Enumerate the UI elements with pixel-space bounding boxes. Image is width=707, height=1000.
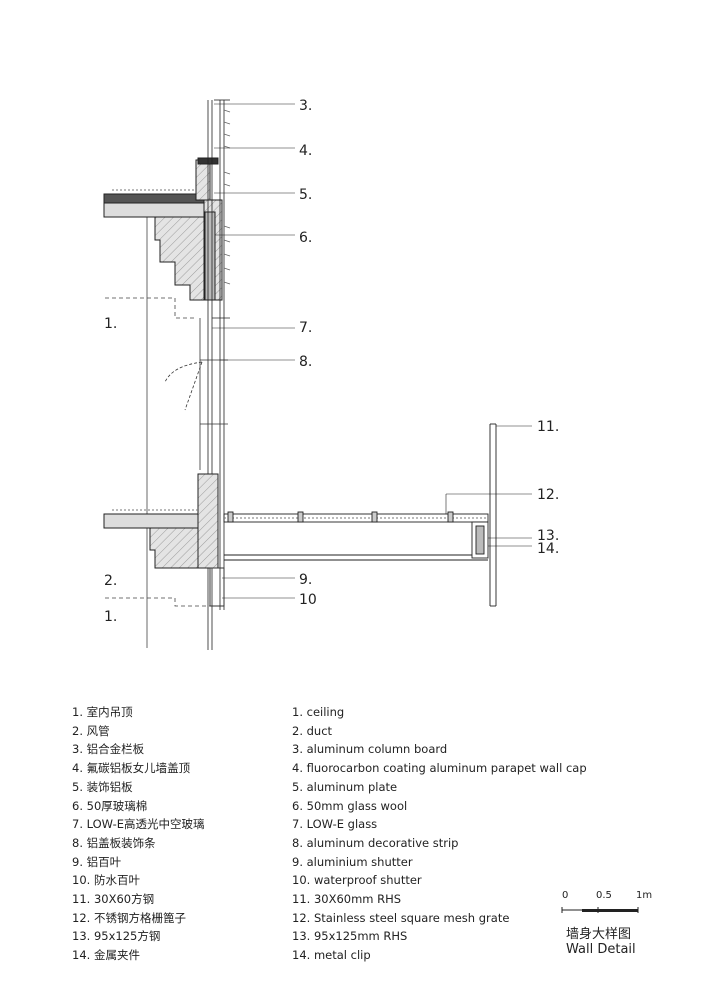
guardrail — [489, 423, 497, 607]
scale-bar-graphic — [561, 907, 639, 913]
callout-label: 5. — [299, 187, 312, 203]
legend-item: 13. 95x125mm RHS — [292, 929, 408, 944]
legend-item: 14. metal clip — [292, 948, 371, 963]
lower-slab — [103, 473, 225, 607]
legend-item: 13. 95x125方钢 — [72, 929, 161, 944]
callout-label: 3. — [299, 98, 312, 114]
callout-label: 12. — [537, 487, 559, 503]
callout-label: 11. — [537, 419, 559, 435]
legend-item: 1. 室内吊顶 — [72, 705, 133, 719]
callout-label: 8. — [299, 354, 312, 370]
legend-item: 7. LOW-E glass — [292, 817, 378, 832]
scale-tick-half: 0.5 — [596, 890, 612, 901]
legend-item: 2. 风管 — [72, 723, 110, 738]
curtain-wall-mullion — [207, 99, 230, 650]
scale-bar: 0 0.5 1m 墙身大样图 Wall Detail — [558, 890, 668, 960]
balcony-platform — [223, 511, 489, 561]
callout-label: 1. — [104, 609, 117, 625]
window-vent — [164, 318, 228, 470]
legend-item: 5. aluminum plate — [292, 779, 398, 794]
legend-item: 6. 50厚玻璃棉 — [72, 798, 148, 813]
callout-label: 6. — [299, 230, 312, 246]
upper-slab — [103, 193, 205, 301]
legend-item: 8. 铝盖板装饰条 — [72, 835, 156, 850]
callout-labels: 3. 4. 5. 6. 1. 7. 8. 11. 12. 13.14. 2. 9. 10 1. — [104, 98, 559, 625]
legend-item: 9. 铝百叶 — [72, 854, 122, 869]
drawing-title-en: Wall Detail — [566, 942, 636, 957]
callout-label: 14. — [537, 541, 559, 557]
callout-label: 10 — [299, 592, 317, 608]
callout-label: 2. — [104, 573, 117, 589]
legend-item: 6. 50mm glass wool — [292, 798, 408, 813]
legend-item: 7. LOW-E高透光中空玻璃 — [72, 817, 205, 832]
callout-label: 9. — [299, 572, 312, 588]
ceiling-line — [105, 215, 215, 648]
scale-tick-1m: 1m — [636, 890, 653, 901]
legend-item: 9. aluminium shutter — [292, 854, 413, 869]
louver-ticks — [223, 109, 231, 285]
legend-item: 11. 30X60mm RHS — [292, 892, 402, 907]
scale-tick-0: 0 — [562, 890, 569, 901]
legend-item: 1. ceiling — [292, 705, 345, 719]
leader-lines — [212, 103, 532, 599]
legend-item: 4. 氟碳铝板女儿墙盖顶 — [72, 761, 191, 776]
drawing-title-cn: 墙身大样图 — [566, 927, 632, 942]
parapet — [112, 157, 223, 301]
legend-item: 11. 30X60方钢 — [72, 892, 155, 907]
wall-section-drawing: 3. 4. 5. 6. 1. 7. 8. 11. 12. 13.14. 2. 9. 10 1. — [103, 98, 559, 650]
callout-label: 4. — [299, 143, 312, 159]
legend-item: 10. 防水百叶 — [72, 873, 140, 888]
legend-item: 3. aluminum column board — [292, 742, 448, 757]
legend-item: 5. 装饰铝板 — [72, 779, 133, 794]
legend-item: 2. duct — [292, 723, 333, 738]
legend-item: 12. 不锈钢方格栅篦子 — [72, 910, 186, 925]
callout-label: 7. — [299, 320, 312, 336]
legend-item: 10. waterproof shutter — [292, 873, 422, 888]
legend-item: 8. aluminum decorative strip — [292, 835, 459, 850]
legend-item: 14. 金属夹件 — [72, 948, 140, 963]
legend-item: 3. 铝合金栏板 — [72, 742, 145, 757]
legend-english: 1. ceiling 2. duct 3. aluminum column boar… — [292, 703, 587, 965]
legend-item: 4. fluorocarbon coating aluminum parapet… — [292, 761, 587, 776]
callout-label: 13. — [537, 528, 559, 544]
legend-chinese: 1. 室内吊顶 2. 风管 3. 铝合金栏板 4. 氟碳铝板女儿墙盖顶 5. 装饰铝板 6… — [72, 703, 205, 965]
legend-item: 12. Stainless steel square mesh grate — [292, 910, 510, 925]
callout-label: 1. — [104, 316, 117, 332]
